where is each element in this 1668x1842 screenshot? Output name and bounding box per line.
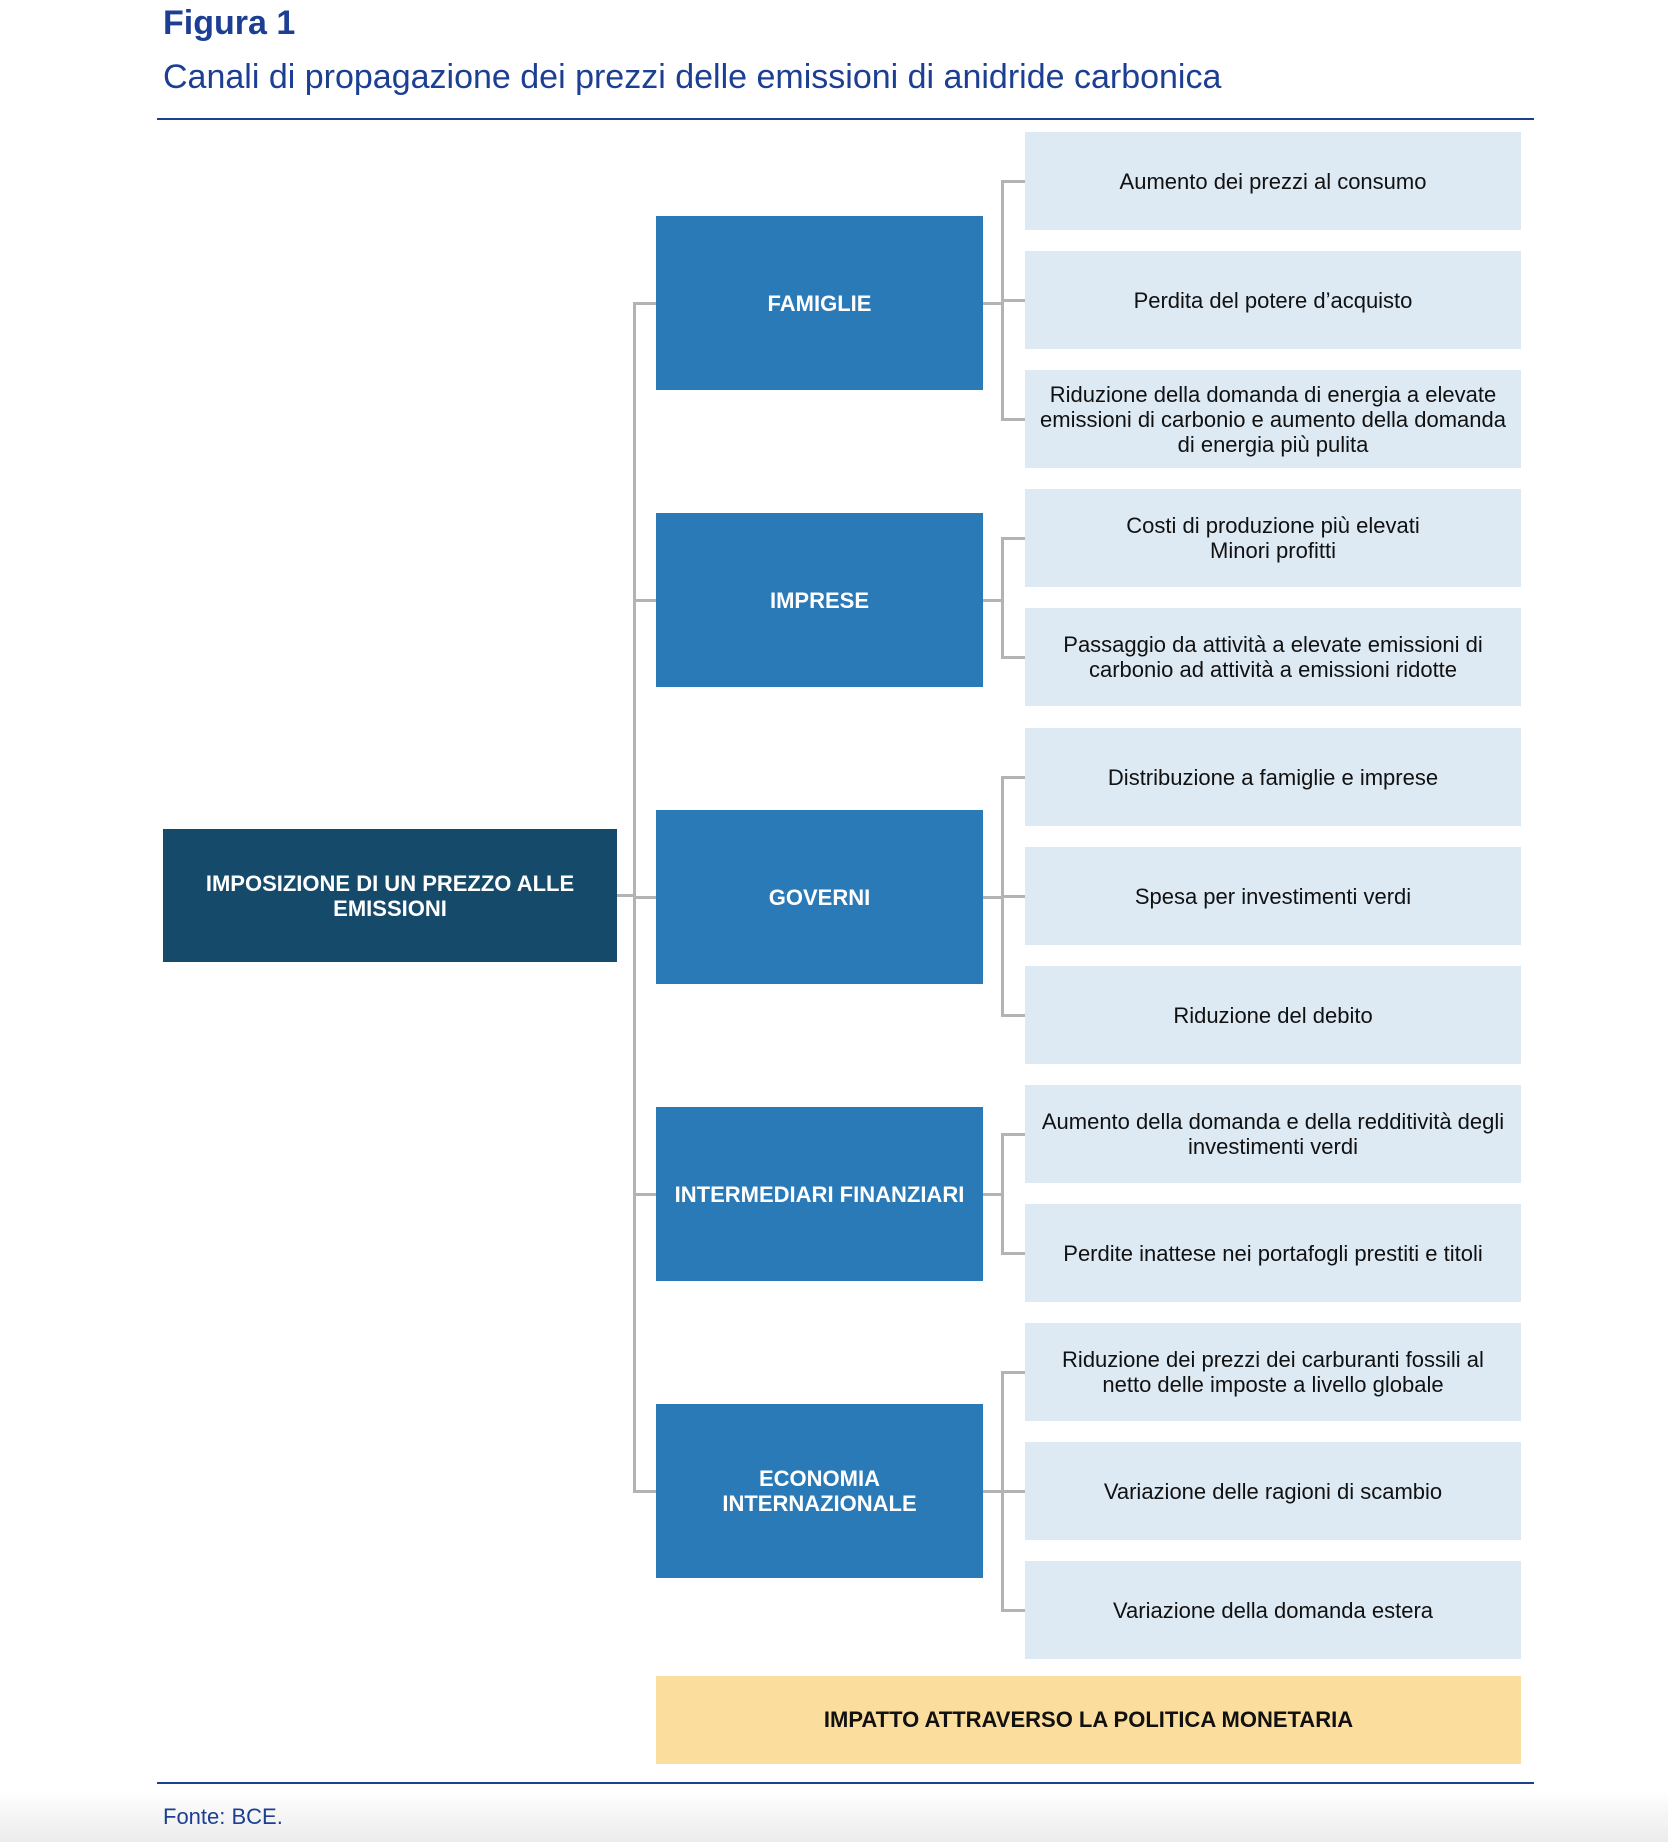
connector-effect	[1002, 298, 1025, 302]
category-node: IMPRESE	[656, 513, 983, 687]
root-node-label: IMPOSIZIONE DI UN PREZZO ALLE EMISSIONI	[205, 870, 575, 921]
effect-label: Variazione della domanda estera	[1112, 1597, 1434, 1623]
connector-bracket	[1000, 1132, 1004, 1255]
effect-label: Riduzione del debito	[1173, 1002, 1373, 1028]
effect-label: Aumento della domanda e della redditivit…	[1041, 1109, 1505, 1159]
connector-effect	[1002, 1251, 1025, 1255]
connector-category	[983, 598, 1002, 602]
figure-label: Figura 1	[163, 4, 296, 42]
effect-node: Aumento della domanda e della redditivit…	[1025, 1085, 1521, 1183]
connector-spine-branch	[634, 1192, 656, 1196]
connector-effect	[1002, 417, 1025, 421]
connector-spine-branch	[634, 1489, 656, 1493]
effect-node: Riduzione dei prezzi dei carburanti foss…	[1025, 1323, 1521, 1421]
connector-spine-branch	[634, 895, 656, 899]
connector-category	[983, 895, 1002, 899]
category-node: GOVERNI	[656, 810, 983, 984]
connector-effect	[1002, 1370, 1025, 1374]
bottom-rule	[157, 1782, 1534, 1784]
connector-effect	[1002, 536, 1025, 540]
connector-root	[617, 894, 634, 897]
effect-node: Perdite inattese nei portafogli prestiti…	[1025, 1204, 1521, 1302]
effect-label: Costi di produzione più elevati Minori p…	[1126, 513, 1420, 563]
connector-effect	[1002, 1489, 1025, 1493]
effect-label: Perdita del potere d’acquisto	[1133, 287, 1413, 313]
effect-node: Riduzione della domanda di energia a ele…	[1025, 370, 1521, 468]
category-label: FAMIGLIE	[767, 290, 872, 316]
effect-node: Passaggio da attività a elevate emission…	[1025, 608, 1521, 706]
source-note: Fonte: BCE.	[163, 1804, 283, 1829]
effect-node: Perdita del potere d’acquisto	[1025, 251, 1521, 349]
connector-effect	[1002, 655, 1025, 659]
effect-label: Riduzione della domanda di energia a ele…	[1040, 381, 1506, 457]
connector-effect	[1002, 179, 1025, 183]
connector-effect	[1002, 1132, 1025, 1136]
category-label: ECONOMIA INTERNAZIONALE	[722, 1466, 917, 1516]
category-label: INTERMEDIARI FINANZIARI	[674, 1181, 965, 1207]
effect-node: Costi di produzione più elevati Minori p…	[1025, 489, 1521, 587]
connector-effect	[1002, 1013, 1025, 1017]
category-label: IMPRESE	[769, 587, 870, 613]
connector-category	[983, 301, 1002, 305]
effect-node: Variazione della domanda estera	[1025, 1561, 1521, 1659]
connector-effect	[1002, 894, 1025, 898]
effect-node: Riduzione del debito	[1025, 966, 1521, 1064]
connector-category	[983, 1192, 1002, 1196]
effect-label: Spesa per investimenti verdi	[1134, 883, 1412, 909]
root-node: IMPOSIZIONE DI UN PREZZO ALLE EMISSIONI	[163, 829, 617, 962]
connector-spine-branch	[634, 598, 656, 602]
effect-label: Passaggio da attività a elevate emission…	[1063, 632, 1483, 682]
top-rule	[157, 118, 1534, 120]
monetary-policy-box: IMPATTO ATTRAVERSO LA POLITICA MONETARIA	[656, 1676, 1521, 1764]
category-label: GOVERNI	[768, 884, 871, 910]
effect-label: Aumento dei prezzi al consumo	[1119, 168, 1427, 194]
effect-node: Spesa per investimenti verdi	[1025, 847, 1521, 945]
effect-label: Riduzione dei prezzi dei carburanti foss…	[1062, 1347, 1484, 1397]
effect-node: Aumento dei prezzi al consumo	[1025, 132, 1521, 230]
category-node: FAMIGLIE	[656, 216, 983, 390]
effect-label: Distribuzione a famiglie e imprese	[1107, 764, 1439, 790]
effect-node: Variazione delle ragioni di scambio	[1025, 1442, 1521, 1540]
connector-spine-branch	[634, 301, 656, 305]
category-node: INTERMEDIARI FINANZIARI	[656, 1107, 983, 1281]
page-bottom-shade	[0, 1790, 1668, 1842]
effect-label: Perdite inattese nei portafogli prestiti…	[1063, 1240, 1483, 1266]
category-node: ECONOMIA INTERNAZIONALE	[656, 1404, 983, 1578]
connector-effect	[1002, 1608, 1025, 1612]
figure-title: Canali di propagazione dei prezzi delle …	[163, 58, 1222, 96]
connector-category	[983, 1489, 1002, 1493]
effect-node: Distribuzione a famiglie e imprese	[1025, 728, 1521, 826]
monetary-policy-label: IMPATTO ATTRAVERSO LA POLITICA MONETARIA	[823, 1707, 1354, 1732]
connector-bracket	[1000, 536, 1004, 659]
effect-label: Variazione delle ragioni di scambio	[1103, 1478, 1443, 1504]
connector-effect	[1002, 775, 1025, 779]
